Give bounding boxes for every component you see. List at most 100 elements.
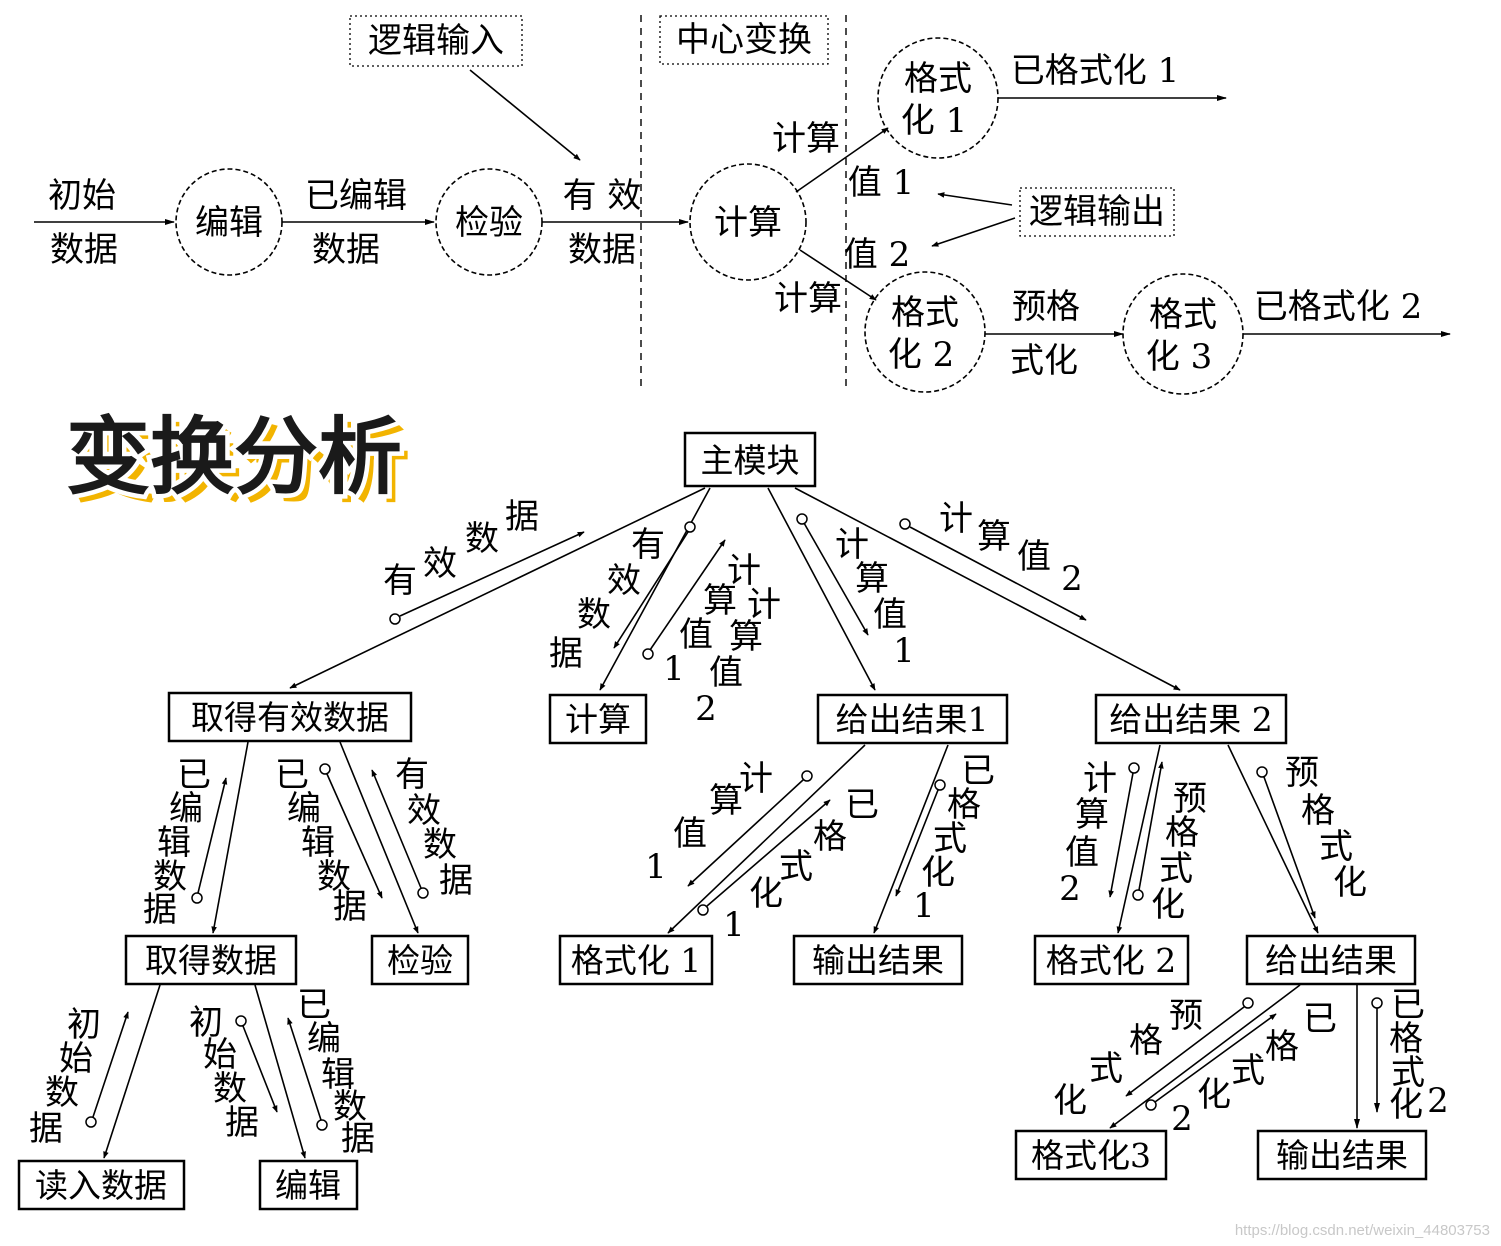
couple-label-c-valid-down-0: 有 <box>631 525 665 565</box>
couple-label-c-v1-3: 1 <box>893 631 915 671</box>
flow-preformat-label-a: 预格 <box>1012 287 1080 327</box>
couple-o1-f1-up-tail <box>697 904 709 916</box>
title: 变换分析 变换分析 <box>62 404 411 515</box>
module-calc <box>548 693 648 745</box>
couple-label-c-ed2-up-3: 数 <box>333 1087 367 1127</box>
couple-label-c-o2-pre2-3: 化 <box>1333 863 1367 903</box>
call-getdata-edit <box>254 984 306 1159</box>
couple-label-c-valid-down-2: 数 <box>577 595 611 635</box>
module-get-valid-data-label: 取得有效数据 <box>191 698 389 737</box>
format2-process <box>864 271 986 393</box>
call-give-format3 <box>1109 984 1301 1129</box>
couple-label-c-valid-0: 有 <box>383 561 417 601</box>
couple-raw-up <box>92 1011 129 1118</box>
couple-valid-check-up <box>371 769 422 889</box>
couple-label-c-raw-up-0: 初 <box>67 1005 101 1045</box>
module-output-result-a-label: 输出结果 <box>812 941 944 980</box>
couple-label-c-gr-f2b-2: 式 <box>1391 1053 1425 1093</box>
couple-label-c-v2-1: 算 <box>977 517 1011 557</box>
call-getvalid-check <box>339 741 419 934</box>
couple-label-c-ed-up-0: 已 <box>177 755 211 795</box>
couple-label-c-valid-up-3: 据 <box>439 861 473 901</box>
couple-give-f2-up <box>1154 1013 1277 1103</box>
module-output-1 <box>816 693 1009 745</box>
couple-label-c-valid-1: 效 <box>423 544 457 584</box>
couple-label-c-raw-up-3: 据 <box>29 1109 63 1149</box>
couple-edited-down-tail <box>319 763 331 775</box>
logic-output-pointer-1 <box>937 192 1013 206</box>
couple-label-c-v2-0: 计 <box>939 499 973 539</box>
flow-formatted2-label: 已格式化 2 <box>1254 287 1422 327</box>
call-getvalid-getdata <box>211 741 249 934</box>
couple-label-c-calc-up-1: 算 <box>703 581 737 621</box>
flow-calc-top-label: 计算 <box>772 119 840 159</box>
logic-input-label: 逻辑输入 <box>368 21 504 61</box>
couple-label-c-o2-pre2-2: 式 <box>1319 827 1353 867</box>
module-read-data-label: 读入数据 <box>35 1166 167 1205</box>
couple-label-c-o1-v1-1: 算 <box>709 781 743 821</box>
couple-labels: 有效数据有效数据计算值1计算值2计算值1计算值2已编辑数据已编辑数据有效数据计算… <box>29 497 1449 1159</box>
couple-give-f2-up-tail <box>1145 1099 1157 1111</box>
watermark: https://blog.csdn.net/weixin_44803753 <box>1235 1222 1490 1239</box>
module-output-1-label: 给出结果1 <box>836 700 989 739</box>
couple-valid-check-up-tail <box>417 887 429 899</box>
couple-label-c-raw-down-3: 据 <box>225 1103 259 1143</box>
couple-label-c-o2-pre-3: 化 <box>1151 885 1185 925</box>
couple-label-c-o1-f2-0: 已 <box>961 751 995 791</box>
couple-label-c-gr-pre-3: 化 <box>1053 1081 1087 1121</box>
couple-label-c-o2-v2-1: 算 <box>1075 795 1109 835</box>
module-output-2 <box>1094 693 1288 745</box>
module-edit <box>258 1159 359 1211</box>
couple-label-c-o1-f-3: 化 <box>749 874 783 914</box>
couple-label-c-o1-f-2: 式 <box>779 847 813 887</box>
center-transform-box <box>659 15 829 65</box>
module-main-label: 主模块 <box>701 441 800 480</box>
structure-chart: 主模块 取得有效数据 计算 给出结果1 给出结果 2 取得数据 检验 格式化 1… <box>17 431 1428 1211</box>
couple-label-c-v1-1: 算 <box>855 559 889 599</box>
couple-label-c-ed-down-3: 数 <box>317 857 351 897</box>
couple-label-c-o1-v1-0: 计 <box>739 759 773 799</box>
couple-o2-v2-tail <box>1128 762 1140 774</box>
couple-label-c-ed-down-2: 辑 <box>301 823 335 863</box>
module-get-valid-data <box>167 691 413 743</box>
couple-label-c-o1-v1-2: 值 <box>673 814 707 854</box>
logic-input-pointer <box>469 69 581 161</box>
couple-label-c-v1-0: 计 <box>835 525 869 565</box>
logic-output-label: 逻辑输出 <box>1029 192 1165 232</box>
couple-label-c-ed-down-1: 编 <box>287 789 321 829</box>
couple-label-c-o2-pre2-0: 预 <box>1285 753 1319 793</box>
couple-valid-up-tail <box>389 613 401 625</box>
couple-o2-pre-down-tail <box>1256 766 1268 778</box>
couple-label-c-valid-up-1: 效 <box>407 791 441 831</box>
center-transform-label: 中心变换 <box>676 20 812 60</box>
module-output-result-b-label: 输出结果 <box>1276 1136 1408 1175</box>
module-give-result-label: 给出结果 <box>1265 941 1397 980</box>
flow-calc-value-2 <box>799 249 877 301</box>
module-output-result-a <box>792 934 964 986</box>
module-format-2 <box>1033 934 1190 986</box>
logic-output-box <box>1019 187 1175 237</box>
couple-valid-up <box>399 531 585 617</box>
couple-label-c-ed2-up-2: 辑 <box>321 1055 355 1095</box>
couple-v2-down <box>909 526 1087 621</box>
call-out1-format1 <box>667 744 866 934</box>
call-main-out1 <box>767 487 876 691</box>
couple-v2-down-tail <box>899 518 911 530</box>
data-flow-diagram: 逻辑输入 中心变换 逻辑输出 编辑 检验 计算 格式 化 1 格式 化 2 格式… <box>34 15 1451 395</box>
module-output-2-label: 给出结果 2 <box>1109 700 1273 739</box>
couple-label-c-o2-pre-2: 式 <box>1159 849 1193 889</box>
compute-process-label: 计算 <box>714 203 782 243</box>
flow-calc-bottom-label: 计算 <box>774 279 842 319</box>
couple-label-c-valid-down-3: 据 <box>549 634 583 674</box>
couple-o2-pre-down <box>1263 776 1316 919</box>
couple-label-c-o2-v2-2: 值 <box>1065 833 1099 873</box>
couple-label-c-o2-pre-1: 格 <box>1165 813 1199 853</box>
couple-o1-v1 <box>687 779 804 887</box>
couple-give-pre-tail <box>1242 997 1254 1009</box>
couple-label-c-o1-f-0: 已 <box>845 785 879 825</box>
couple-raw-up-tail <box>85 1116 97 1128</box>
title-text: 变换分析 <box>66 408 402 506</box>
couple-label-c-ed-down-0: 已 <box>275 755 309 795</box>
logic-input-box <box>349 15 523 67</box>
couple-edited-up <box>197 777 228 894</box>
